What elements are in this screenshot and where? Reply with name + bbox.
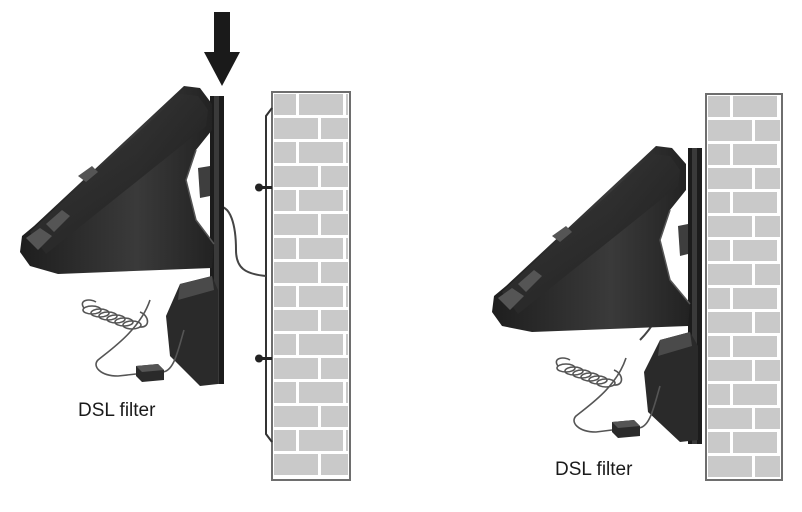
brick (299, 334, 343, 355)
brick (708, 168, 752, 189)
right-figure (492, 93, 783, 481)
brick (346, 190, 348, 211)
brick (346, 382, 348, 403)
brick (299, 94, 343, 115)
brick (299, 430, 343, 451)
brick (708, 96, 730, 117)
brick (733, 240, 777, 261)
brick (733, 96, 777, 117)
cord (95, 299, 151, 377)
dsl-filter-label: DSL filter (78, 400, 156, 421)
brick (708, 336, 730, 357)
brick (708, 408, 752, 429)
brick (755, 408, 780, 429)
brick (274, 358, 318, 379)
cord (161, 329, 185, 373)
screw-icon (255, 354, 272, 363)
brick (274, 166, 318, 187)
brick (346, 94, 348, 115)
brick (755, 216, 780, 237)
coiled-cord (81, 299, 149, 330)
brick (346, 142, 348, 163)
brick (708, 192, 730, 213)
brick (274, 382, 296, 403)
brick (733, 144, 777, 165)
brick (346, 286, 348, 307)
brick (708, 120, 752, 141)
brick (321, 214, 348, 235)
lower-base-block (644, 332, 698, 442)
brick (274, 214, 318, 235)
cord (637, 385, 661, 429)
brick (321, 262, 348, 283)
brick (733, 336, 777, 357)
brick (274, 238, 296, 259)
line-cord (213, 205, 267, 277)
brick (708, 264, 752, 285)
telephone-console (20, 86, 215, 274)
brick (755, 168, 780, 189)
brick (708, 456, 752, 477)
brick (321, 166, 348, 187)
brick (321, 406, 348, 427)
brick (708, 384, 730, 405)
brick (755, 360, 780, 381)
brick (299, 142, 343, 163)
screw-icon (255, 183, 272, 192)
left-figure (20, 12, 351, 481)
brick (708, 216, 752, 237)
brick (274, 142, 296, 163)
brick (299, 382, 343, 403)
brick-wall (705, 93, 783, 481)
coiled-cord (555, 357, 623, 388)
telephone-console (492, 146, 691, 332)
cord (573, 357, 627, 433)
brick (346, 430, 348, 451)
brick (274, 262, 318, 283)
lower-base-block (166, 276, 218, 386)
brick (755, 264, 780, 285)
dsl-filter-icon (136, 364, 164, 382)
brick (346, 238, 348, 259)
brick (299, 238, 343, 259)
brick (321, 358, 348, 379)
brick (274, 430, 296, 451)
brick (321, 454, 348, 475)
brick (708, 144, 730, 165)
brick (274, 310, 318, 331)
down-arrow-icon (204, 12, 240, 86)
brick (321, 310, 348, 331)
brick (755, 312, 780, 333)
dsl-filter-icon (612, 420, 640, 438)
brick (708, 288, 730, 309)
brick (733, 288, 777, 309)
brick (274, 334, 296, 355)
brick (708, 360, 752, 381)
brick (733, 192, 777, 213)
brick (274, 94, 296, 115)
brick (733, 384, 777, 405)
brick (274, 406, 318, 427)
brick-wall (271, 91, 351, 481)
brick (299, 190, 343, 211)
dsl-filter-label: DSL filter (555, 459, 633, 480)
brick (708, 312, 752, 333)
brick (274, 190, 296, 211)
brick (755, 120, 780, 141)
brick (321, 118, 348, 139)
brick (274, 286, 296, 307)
brick (733, 432, 777, 453)
brick (299, 286, 343, 307)
brick (274, 118, 318, 139)
brick (346, 334, 348, 355)
brick (755, 456, 780, 477)
brick (274, 454, 318, 475)
brick (708, 240, 730, 261)
brick (708, 432, 730, 453)
